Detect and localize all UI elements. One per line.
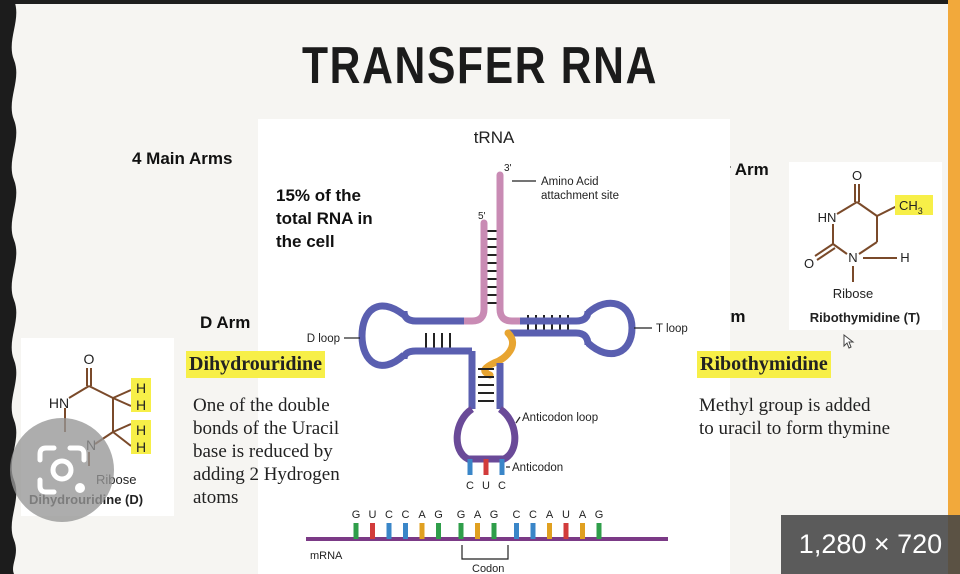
trna-diagram: tRNA 3' 5' Amino Acid attachment site D … — [306, 128, 688, 574]
anticodon-letter: C — [466, 480, 474, 492]
three-prime-label: 3' — [504, 163, 512, 174]
anticodon-loop — [453, 406, 519, 463]
mrna-letter: C — [402, 509, 410, 521]
explanation-line: bonds of the Uracil — [193, 418, 340, 439]
diagram-panel — [258, 119, 730, 574]
atom-label: O — [804, 256, 814, 271]
mrna-letter: A — [418, 509, 426, 521]
amino-acid-site-label-line2: attachment site — [541, 190, 619, 202]
explanation-line: One of the double — [193, 395, 330, 416]
mrna-label: mRNA — [310, 550, 343, 562]
hydrogen-label: H — [136, 380, 146, 396]
wavy-left-edge — [0, 0, 17, 574]
mrna-letter: G — [352, 509, 361, 521]
methyl-group-label: CH3 — [899, 198, 923, 216]
ribothymidine-heading: Ribothymidine — [697, 351, 831, 378]
rna-percentage-note: 15% of the total RNA in the cell — [276, 184, 373, 253]
ribothymidine-structure-card: O HN CH3 O N H Ribose Ribothymidine (T) — [789, 162, 942, 330]
t-loop-label: T loop — [656, 323, 688, 335]
d-arm-lower-strand — [400, 347, 472, 360]
mrna-letter: C — [513, 509, 521, 521]
ribothymidine-structure: O HN CH3 O N H Ribose Ribothymidine (T) — [804, 168, 933, 325]
anticodon-loop-label: Anticodon loop — [522, 412, 598, 424]
mrna-letter: A — [474, 509, 482, 521]
dihydrouridine-explanation: One of the double bonds of the Uracil ba… — [193, 394, 340, 509]
mrna-letter: U — [562, 509, 570, 521]
anticodon-letter: C — [498, 480, 506, 492]
d-loop — [358, 302, 407, 369]
anticodon-bases: C U C — [466, 459, 506, 492]
mrna-letter: G — [595, 509, 604, 521]
ribose-label: Ribose — [833, 286, 873, 301]
page-title: TRANSFER RNA — [301, 37, 659, 95]
anticodon-loop-pointer — [515, 416, 521, 424]
cursor-icon — [843, 334, 855, 349]
codon-label: Codon — [472, 563, 504, 574]
explanation-line: atoms — [193, 487, 239, 508]
visual-search-button[interactable] — [10, 418, 114, 522]
atom-label: N — [848, 250, 857, 265]
mrna-letter: A — [546, 509, 554, 521]
trna-heading: tRNA — [474, 128, 515, 147]
mrna-letter: C — [529, 509, 537, 521]
note-line: 15% of the — [276, 186, 362, 205]
atom-label: HN — [49, 395, 69, 411]
anticodon-label: Anticodon — [512, 462, 563, 474]
atom-label: O — [84, 351, 95, 367]
atom-label: HN — [818, 210, 837, 225]
explanation-line: adding 2 Hydrogen — [193, 464, 340, 485]
t-arm-upper-strand — [520, 310, 592, 325]
hydrogen-label: H — [136, 397, 146, 413]
mrna-letter: G — [457, 509, 466, 521]
main-arms-label: 4 Main Arms — [132, 149, 233, 168]
acceptor-strand-3prime — [496, 171, 524, 325]
anticodon-arm-rungs — [478, 368, 494, 402]
d-arm-rungs — [425, 333, 451, 349]
d-arm-label: D Arm — [200, 313, 251, 332]
note-line: total RNA in — [276, 209, 373, 228]
atom-label: H — [900, 250, 909, 265]
ribothymidine-caption: Ribothymidine (T) — [810, 310, 921, 325]
explanation-line: base is reduced by — [193, 441, 333, 462]
d-arm-upper-strand — [400, 310, 464, 325]
note-line: the cell — [276, 232, 335, 251]
explanation-line: to uracil to form thymine — [699, 418, 891, 439]
image-size-badge: 1,280 × 720 — [781, 515, 960, 574]
five-prime-label: 5' — [478, 211, 486, 222]
acceptor-strand-5prime — [460, 219, 488, 325]
mrna-letter: C — [385, 509, 393, 521]
mrna-letter: A — [579, 509, 587, 521]
explanation-line: Methyl group is added — [699, 395, 871, 416]
variable-loop — [481, 329, 517, 379]
top-bar — [0, 0, 960, 4]
dihydrouridine-heading: Dihydrouridine — [186, 351, 325, 378]
t-loop — [585, 299, 636, 358]
hydrogen-label: H — [136, 422, 146, 438]
mrna-letter: G — [490, 509, 499, 521]
camera-search-icon — [37, 445, 87, 495]
mrna-letter: U — [369, 509, 377, 521]
hydrogen-label: H — [136, 439, 146, 455]
t-arm-lower-strand — [508, 329, 592, 346]
amino-acid-site-label-line1: Amino Acid — [541, 176, 599, 188]
mrna-letter: G — [434, 509, 443, 521]
atom-label: O — [852, 168, 862, 183]
d-loop-label: D loop — [307, 333, 340, 345]
ribothymidine-explanation: Methyl group is added to uracil to form … — [699, 394, 890, 440]
codon-bracket — [461, 545, 509, 560]
accent-bar — [948, 0, 960, 574]
anticodon-letter: U — [482, 480, 490, 492]
